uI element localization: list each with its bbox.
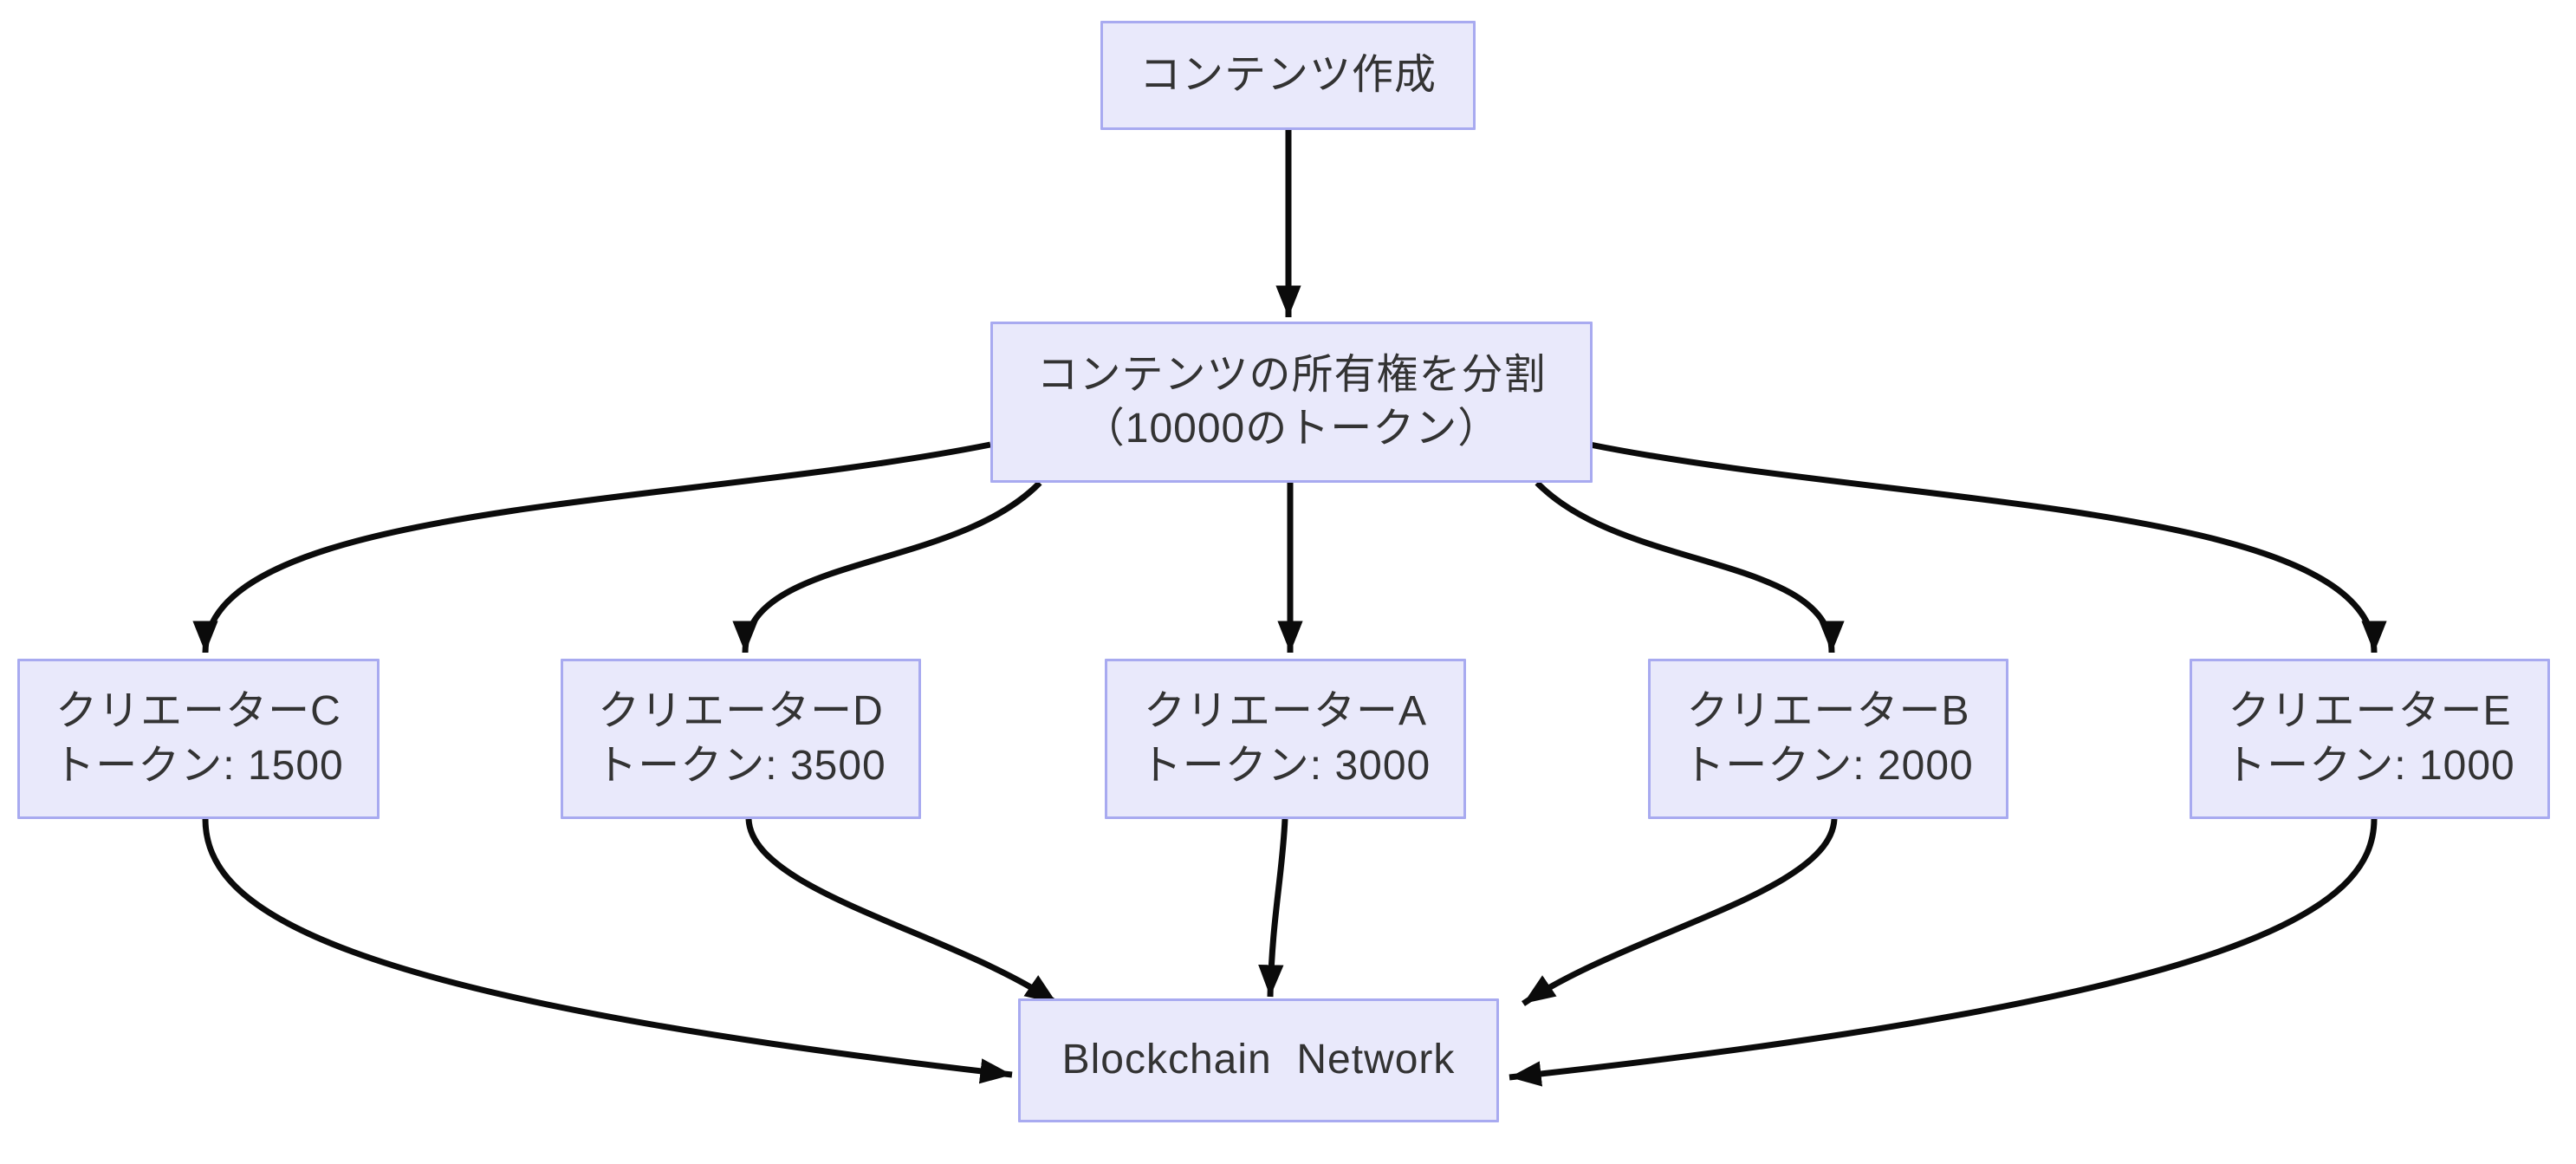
node-label-create: コンテンツ作成 <box>1139 51 1437 98</box>
edge-split-creatorE <box>1589 441 2387 654</box>
edge-creatorD-blockchain <box>745 818 1059 1006</box>
node-label-blockchain: Blockchain Network <box>1061 1037 1456 1083</box>
node-creatorE: クリエーターE トークン: 1000 <box>2190 659 2550 819</box>
edge-split-creatorB <box>1535 480 1845 654</box>
node-creatorC: クリエーターC トークン: 1500 <box>17 659 380 819</box>
node-creatorB: クリエーターB トークン: 2000 <box>1648 659 2008 819</box>
node-create: コンテンツ作成 <box>1100 21 1476 130</box>
node-label-creatorE: クリエーターE トークン: 1000 <box>2224 688 2515 789</box>
edge-split-creatorD <box>732 480 1042 654</box>
node-creatorD: クリエーターD トークン: 3500 <box>561 659 921 819</box>
edge-creatorA-blockchain <box>1258 818 1288 998</box>
edge-split-creatorC <box>192 441 991 654</box>
node-label-split: コンテンツの所有権を分割 （10000のトークン） <box>1036 351 1547 452</box>
edge-creatorB-blockchain <box>1522 818 1838 1006</box>
edge-group <box>192 130 2387 1087</box>
node-label-creatorA: クリエーターA トークン: 3000 <box>1139 688 1431 789</box>
node-label-creatorC: クリエーターC トークン: 1500 <box>53 688 344 789</box>
node-blockchain: Blockchain Network <box>1018 998 1499 1122</box>
node-label-creatorB: クリエーターB トークン: 2000 <box>1683 688 1974 789</box>
edge-creatorE-blockchain <box>1509 818 2378 1087</box>
node-creatorA: クリエーターA トークン: 3000 <box>1105 659 1466 819</box>
edge-creatorC-blockchain <box>202 818 1013 1084</box>
node-split: コンテンツの所有権を分割 （10000のトークン） <box>990 322 1593 483</box>
node-label-creatorD: クリエーターD トークン: 3500 <box>595 688 886 789</box>
